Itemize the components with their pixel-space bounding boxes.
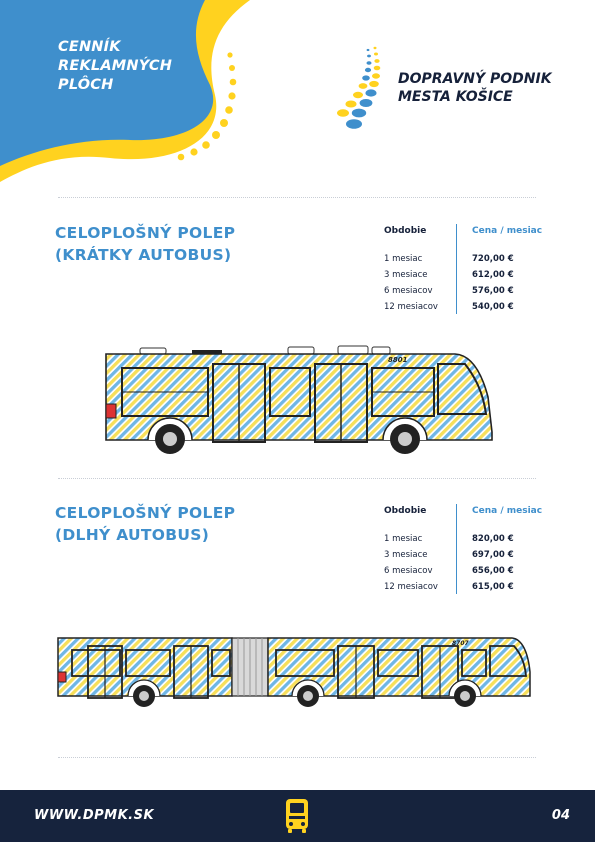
section-title-line: CELOPLOŠNÝ POLEP xyxy=(55,224,236,242)
divider xyxy=(58,478,536,479)
section-title-long-bus: CELOPLOŠNÝ POLEP (DLHÝ AUTOBUS) xyxy=(55,502,235,546)
period-cell: 12 mesiacov xyxy=(384,582,438,592)
company-name: DOPRAVNÝ PODNIK MESTA KOŠICE xyxy=(398,70,552,106)
header-decoration xyxy=(0,0,250,182)
divider xyxy=(58,197,536,198)
page-number: 04 xyxy=(551,808,570,823)
table-divider xyxy=(456,504,457,594)
price-header: Cena / mesiac xyxy=(472,226,543,236)
period-cell: 3 mesiace xyxy=(384,270,428,280)
title-line: PLÔCH xyxy=(58,77,114,93)
table-row: 12 mesiacov 615,00 € xyxy=(384,582,544,596)
price-cell: 697,00 € xyxy=(472,550,514,560)
price-cell: 820,00 € xyxy=(472,534,514,544)
website-link[interactable]: WWW.DPMK.SK xyxy=(34,808,155,823)
section-title-line: (DLHÝ AUTOBUS) xyxy=(55,526,210,544)
period-header: Obdobie xyxy=(384,226,427,236)
period-cell: 3 mesiace xyxy=(384,550,428,560)
bus-icon xyxy=(286,799,308,833)
bus-number: 8707 xyxy=(452,640,470,647)
table-row: 3 mesiace 697,00 € xyxy=(384,550,544,564)
bus-number: 8801 xyxy=(388,356,408,364)
table-row: 1 mesiac 720,00 € xyxy=(384,254,544,268)
section-title-short-bus: CELOPLOŠNÝ POLEP (KRÁTKY AUTOBUS) xyxy=(55,222,235,266)
price-cell: 720,00 € xyxy=(472,254,514,264)
table-row: 3 mesiace 612,00 € xyxy=(384,270,544,284)
period-cell: 6 mesiacov xyxy=(384,566,433,576)
table-row: 12 mesiacov 540,00 € xyxy=(384,302,544,316)
dpmk-logo-icon xyxy=(337,46,381,129)
price-cell: 540,00 € xyxy=(472,302,514,312)
page-title: CENNÍK REKLAMNÝCH PLÔCH xyxy=(58,38,172,95)
long-bus-illustration: 8707 xyxy=(57,637,531,707)
price-cell: 615,00 € xyxy=(472,582,514,592)
title-line: REKLAMNÝCH xyxy=(58,58,173,74)
company-name-line: DOPRAVNÝ PODNIK xyxy=(398,71,552,87)
period-cell: 1 mesiac xyxy=(384,534,423,544)
section-title-line: CELOPLOŠNÝ POLEP xyxy=(55,504,236,522)
period-cell: 6 mesiacov xyxy=(384,286,433,296)
section-title-line: (KRÁTKY AUTOBUS) xyxy=(55,246,232,264)
price-header: Cena / mesiac xyxy=(472,506,543,516)
price-cell: 656,00 € xyxy=(472,566,514,576)
table-row: 6 mesiacov 656,00 € xyxy=(384,566,544,580)
divider xyxy=(58,757,536,758)
table-row: 1 mesiac 820,00 € xyxy=(384,534,544,548)
period-header: Obdobie xyxy=(384,506,427,516)
table-row: 6 mesiacov 576,00 € xyxy=(384,286,544,300)
price-cell: 576,00 € xyxy=(472,286,514,296)
short-bus-illustration: 8801 xyxy=(105,345,493,454)
period-cell: 1 mesiac xyxy=(384,254,423,264)
period-cell: 12 mesiacov xyxy=(384,302,438,312)
table-divider xyxy=(456,224,457,314)
company-name-line: MESTA KOŠICE xyxy=(398,89,513,105)
title-line: CENNÍK xyxy=(58,39,121,55)
price-cell: 612,00 € xyxy=(472,270,514,280)
